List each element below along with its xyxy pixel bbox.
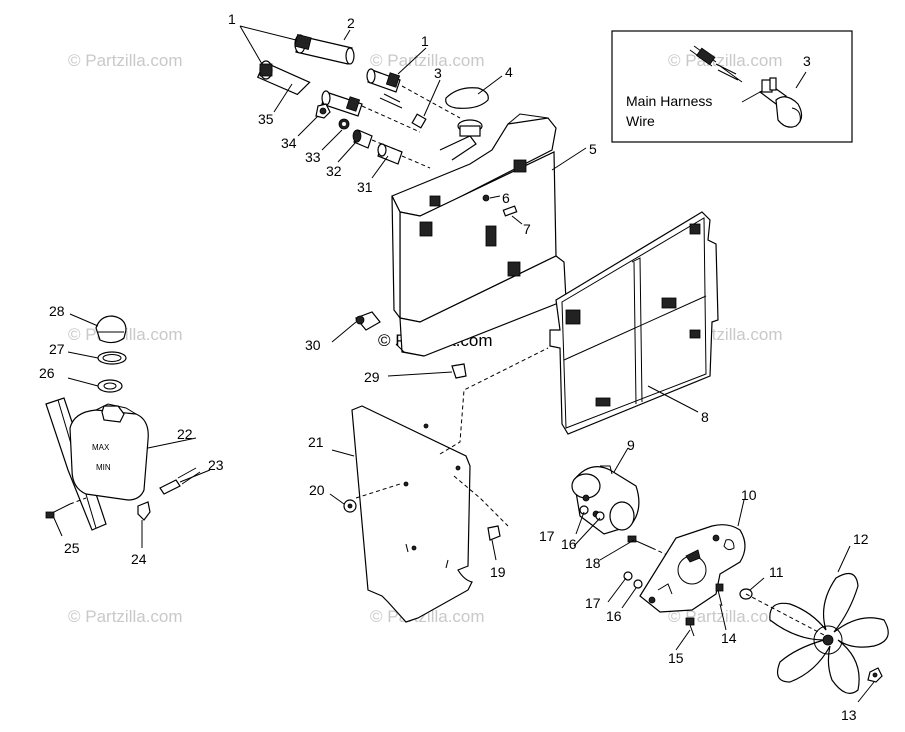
- callout-31: 31: [357, 179, 373, 195]
- callout-16b: 16: [606, 608, 622, 624]
- callout-15: 15: [668, 650, 684, 666]
- callouts: 1 2 1 3 4 5 6 7 8 9 10 11 12 13 14 15 16…: [39, 11, 869, 723]
- watermark-2: © Partzilla.com: [370, 51, 485, 70]
- callout-18: 18: [585, 555, 601, 571]
- callout-30: 30: [305, 337, 321, 353]
- watermark-3: © Partzilla.com: [668, 51, 783, 70]
- callout-17a: 17: [539, 528, 555, 544]
- radiator: [354, 87, 567, 357]
- callout-35: 35: [258, 111, 274, 127]
- callout-1b: 1: [421, 33, 429, 49]
- callout-34: 34: [281, 135, 297, 151]
- callout-26: 26: [39, 365, 55, 381]
- callout-32: 32: [326, 163, 342, 179]
- small-hardware: [315, 93, 431, 169]
- callout-14: 14: [721, 630, 737, 646]
- hoses-upper: [256, 33, 461, 133]
- callout-3-inset: 3: [803, 53, 811, 69]
- tank-min-mark: MIN: [96, 463, 111, 472]
- callout-6: 6: [502, 190, 510, 206]
- callout-24: 24: [131, 551, 147, 567]
- watermark-1: © Partzilla.com: [68, 51, 183, 70]
- fan-motor: [571, 465, 753, 637]
- fan-blade: [745, 572, 889, 694]
- screen: [549, 211, 719, 435]
- mounting-plate: [343, 347, 549, 623]
- callout-17b: 17: [585, 595, 601, 611]
- callout-5: 5: [589, 141, 597, 157]
- callout-1a: 1: [228, 11, 236, 27]
- coolant-tank: MAX MIN: [45, 315, 201, 531]
- callout-33: 33: [305, 149, 321, 165]
- callout-7: 7: [523, 221, 531, 237]
- callout-3: 3: [434, 65, 442, 81]
- watermark-8: © Partzilla.com: [668, 607, 783, 626]
- inset-box: Main Harness Wire 3: [611, 30, 853, 143]
- leader-lines: [53, 25, 875, 703]
- callout-23: 23: [208, 457, 224, 473]
- watermark-6: © Partzilla.com: [68, 607, 183, 626]
- callout-2: 2: [347, 15, 355, 31]
- callout-13: 13: [841, 707, 857, 723]
- tank-max-mark: MAX: [92, 443, 110, 452]
- callout-11: 11: [769, 564, 784, 580]
- callout-21: 21: [308, 434, 324, 450]
- callout-4: 4: [505, 64, 513, 80]
- callout-19: 19: [490, 564, 506, 580]
- callout-27: 27: [49, 341, 65, 357]
- callout-20: 20: [309, 482, 325, 498]
- callout-28: 28: [49, 303, 65, 319]
- callout-10: 10: [741, 487, 757, 503]
- callout-12: 12: [853, 531, 869, 547]
- callout-29: 29: [364, 369, 380, 385]
- inset-label-line2: Wire: [626, 113, 655, 129]
- callout-25: 25: [64, 540, 80, 556]
- callout-8: 8: [701, 409, 709, 425]
- inset-label-line1: Main Harness: [626, 93, 712, 109]
- callout-22: 22: [177, 426, 193, 442]
- callout-9: 9: [627, 437, 635, 453]
- callout-16a: 16: [561, 536, 577, 552]
